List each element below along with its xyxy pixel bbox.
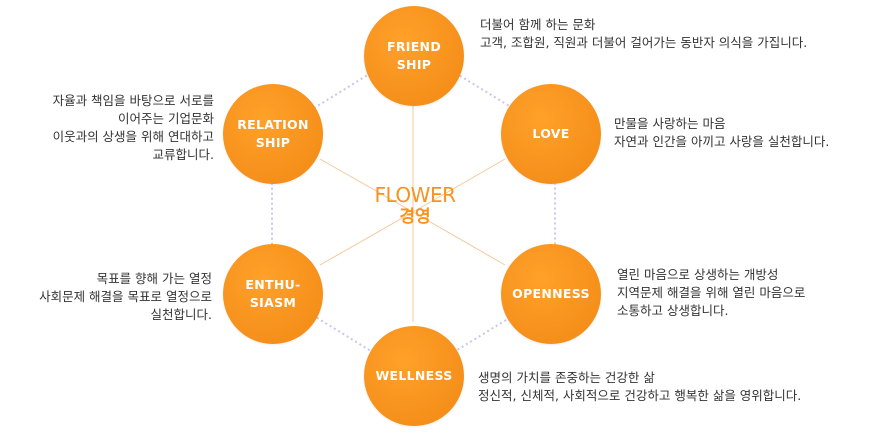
node-wellness: WELLNESS <box>364 326 464 426</box>
spoke-enthusiasm <box>319 211 414 266</box>
node-friendship-label: FRIEND SHIP <box>387 39 441 72</box>
node-friendship: FRIEND SHIP <box>364 6 464 106</box>
center-title-ko: 경영 <box>399 207 431 227</box>
desc-wellness: 생명의 가치를 존중하는 건강한 삶 정신적, 신체적, 사회적으로 건강하고 … <box>478 370 802 403</box>
node-wellness-label: WELLNESS <box>375 368 453 383</box>
node-enthusiasm-label: ENTHU- SIASM <box>245 277 301 310</box>
node-relationship-label: RELATION SHIP <box>237 117 309 150</box>
desc-enthusiasm: 목표를 향해 가는 열정 사회문제 해결을 목표로 열정으로 실천합니다. <box>39 271 212 322</box>
node-openness-label: OPENNESS <box>512 286 590 301</box>
center-title: FLOWER 경영 <box>355 184 475 228</box>
node-openness: OPENNESS <box>501 244 601 344</box>
node-love: LOVE <box>501 84 601 184</box>
spoke-relationship <box>319 158 414 213</box>
desc-relationship: 자율과 책임을 바탕으로 서로를 이어주는 기업문화 이웃과의 상생을 위해 연… <box>52 93 214 162</box>
desc-friendship: 더불어 함께 하는 문화 고객, 조합원, 직원과 더불어 걸어가는 동반자 의… <box>480 17 808 50</box>
center-title-en: FLOWER <box>374 183 456 207</box>
desc-love: 만물을 사랑하는 마음 자연과 인간을 아끼고 사랑을 실천합니다. <box>614 116 830 149</box>
desc-openness: 열린 마음으로 상생하는 개방성 지역문제 해결을 위해 열린 마음으로 소통하… <box>617 267 806 318</box>
node-love-label: LOVE <box>532 126 570 141</box>
spoke-love <box>412 158 506 213</box>
node-relationship: RELATION SHIP <box>223 84 323 184</box>
node-enthusiasm: ENTHU- SIASM <box>223 244 323 344</box>
spoke-openness <box>412 211 506 266</box>
